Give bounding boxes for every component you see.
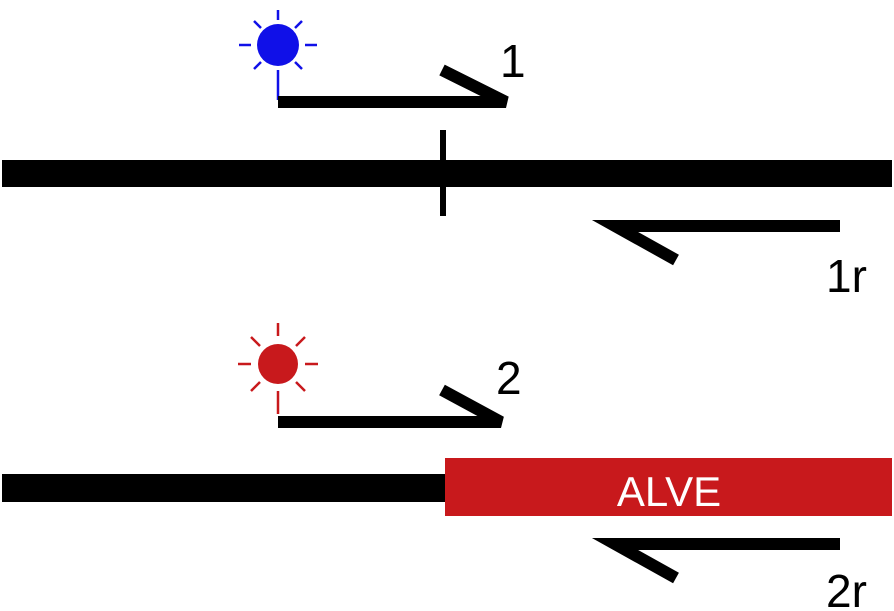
genomic-dna-line-2 (2, 474, 448, 502)
site-marker (440, 130, 446, 216)
alve-insert (445, 458, 892, 516)
primer-2-label: 2 (496, 352, 522, 404)
primer-2r-label: 2r (826, 565, 867, 611)
fluorophore-1-icon (239, 10, 317, 100)
genomic-dna-line-1 (2, 160, 892, 187)
panel-1: 1 1r (2, 10, 892, 302)
forward-primer-2 (278, 384, 504, 428)
reverse-primer-2r (591, 538, 840, 584)
primer-1-label: 1 (500, 35, 526, 87)
forward-primer-1 (278, 64, 509, 108)
reverse-primer-1r (591, 220, 840, 266)
panel-2: 2 ALVE 2r (2, 323, 892, 611)
fluorophore-2-icon (238, 323, 318, 414)
alve-insert-label: ALVE (617, 468, 721, 515)
primer-1r-label: 1r (826, 250, 867, 302)
